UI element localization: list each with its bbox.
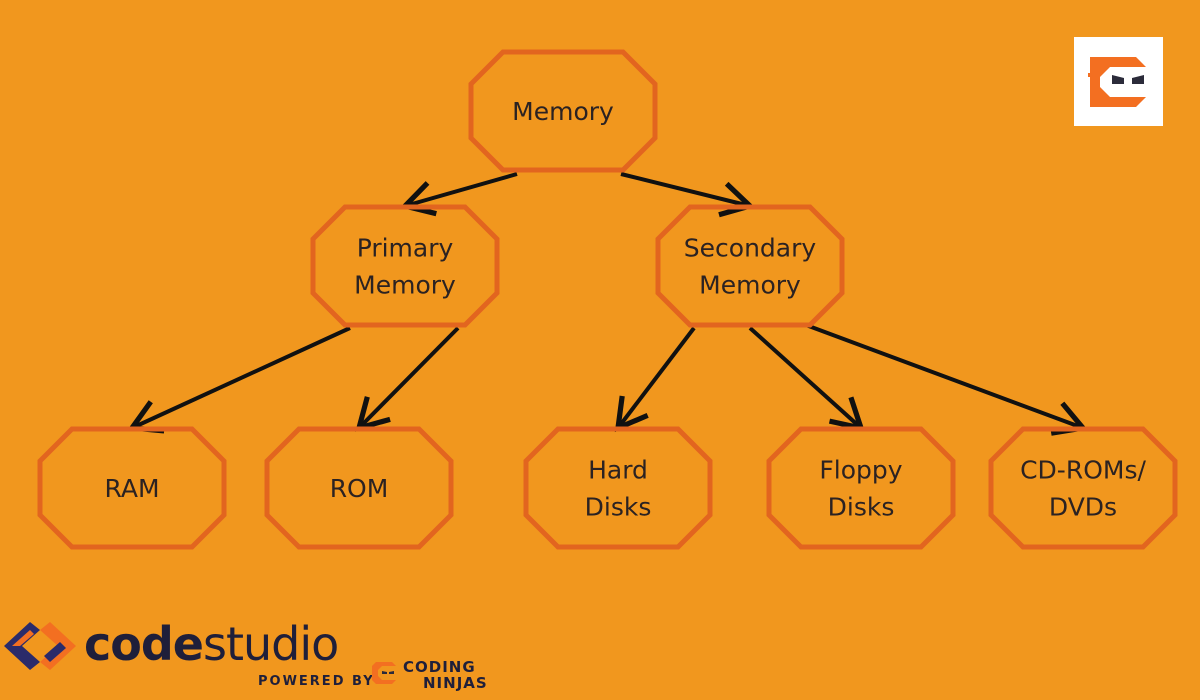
node-label-line: Primary [357, 234, 454, 263]
codestudio-chevron-icon [0, 616, 80, 681]
node-ram: RAM [37, 426, 227, 550]
brand-word-code: code [84, 617, 204, 671]
node-label-line: CD-ROMs/ [1020, 456, 1146, 485]
cn-line-1: CODING [403, 658, 476, 676]
node-label-line: Floppy [819, 456, 902, 485]
arrow-secondary-to-hard [614, 326, 696, 433]
brand-word-studio: studio [203, 617, 339, 671]
cn-line-2: NINJAS [423, 674, 488, 692]
octagon-shape [988, 426, 1178, 550]
node-label-line: ROM [330, 474, 389, 503]
arrow-primary-to-rom [355, 326, 460, 432]
node-label-line: Memory [699, 271, 801, 300]
node-label-line: Memory [512, 97, 614, 126]
node-label-line: Memory [354, 271, 456, 300]
arrow-secondary-to-floppy [748, 326, 865, 432]
arrow-secondary-to-cdrom [805, 323, 1088, 436]
node-label-line: DVDs [1049, 493, 1117, 522]
octagon-shape [310, 204, 500, 328]
node-label-line: Hard [588, 456, 648, 485]
edges-layer [127, 172, 1088, 436]
arrow-memory-to-primary [399, 172, 518, 217]
arrow-primary-to-ram [127, 326, 351, 434]
node-rom: ROM [264, 426, 454, 550]
node-label-line: Disks [585, 493, 652, 522]
octagon-shape [766, 426, 956, 550]
node-cdrom: CD-ROMs/DVDs [988, 426, 1178, 550]
powered-by-label: POWERED BY [258, 674, 375, 689]
coding-ninjas-small-icon [370, 658, 400, 693]
node-label-line: Secondary [684, 234, 817, 263]
coding-ninjas-wordmark: CODING NINJAS [403, 659, 488, 691]
codestudio-wordmark: codestudio [84, 617, 339, 671]
node-label-line: Disks [828, 493, 895, 522]
octagon-shape [655, 204, 845, 328]
octagon-shape [523, 426, 713, 550]
arrow-memory-to-secondary [620, 172, 756, 218]
node-memory: Memory [468, 49, 658, 173]
octagon-shape [468, 49, 658, 173]
node-label-line: RAM [104, 474, 159, 503]
octagon-shape [37, 426, 227, 550]
octagon-shape [264, 426, 454, 550]
coding-ninjas-logo-icon [1074, 37, 1163, 126]
codestudio-brand: codestudio POWERED BY CODING NINJAS [0, 612, 487, 700]
